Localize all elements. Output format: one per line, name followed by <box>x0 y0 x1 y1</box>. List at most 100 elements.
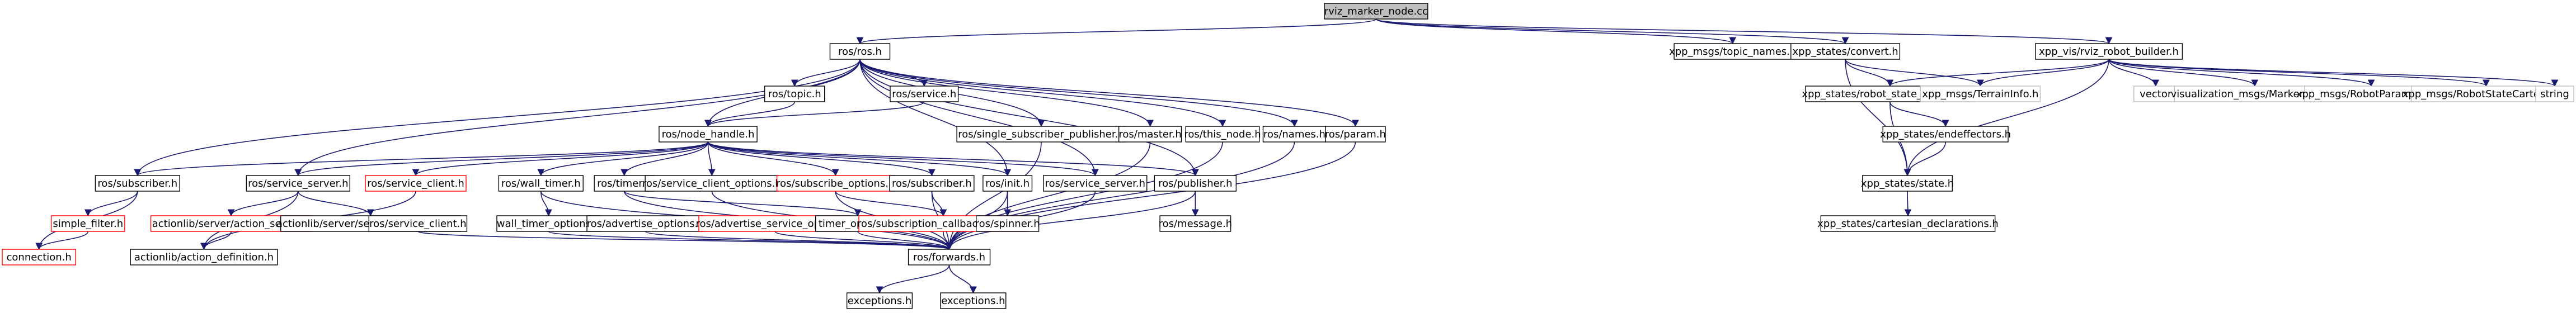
node-xpp-topic-names[interactable]: xpp_msgs/topic_names.h <box>1669 43 1796 60</box>
node-box <box>890 86 959 102</box>
node-ros-init[interactable]: ros/init.h <box>983 175 1033 192</box>
node-label: ros/ros.h <box>838 46 882 58</box>
node-label: string <box>2540 88 2569 100</box>
node-label: xpp_states/state.h <box>1861 178 1954 189</box>
node-box <box>2 249 77 265</box>
node-box <box>246 175 350 192</box>
node-label: ros/node_handle.h <box>662 129 755 140</box>
node-label: ros/subscriber.h <box>97 178 177 189</box>
node-label: ros/advertise_service_options.h <box>695 218 854 230</box>
node-xpp-convert[interactable]: xpp_states/convert.h <box>1790 43 1901 60</box>
node-label: xpp_msgs/RobotStateCartesian.h <box>2403 88 2570 100</box>
node-box <box>1862 175 1953 192</box>
node-ros-names[interactable]: ros/names.h <box>1262 126 1327 143</box>
edge-xpp-vis-builder-to-xpp-robot-state-cartesian-msg <box>2108 59 2490 87</box>
node-box <box>1262 126 1327 143</box>
edge-ros-param-to-ros-forwards <box>946 141 1356 250</box>
node-label: xpp_vis/rviz_robot_builder.h <box>2039 46 2179 58</box>
node-ros-ros[interactable]: ros/ros.h <box>829 43 891 60</box>
node-label: ros/service.h <box>892 88 956 100</box>
node-xpp-endeffectors[interactable]: xpp_states/endeffectors.h <box>1880 126 2011 143</box>
node-xpp-vis-builder[interactable]: xpp_vis/rviz_robot_builder.h <box>2034 43 2183 60</box>
edge-xpp-convert-to-xpp-terrain-info <box>1845 59 1984 87</box>
node-label: vector <box>2140 88 2172 100</box>
node-root[interactable]: rviz_marker_node.cc <box>1324 3 1428 20</box>
node-exceptions2[interactable]: exceptions.h <box>940 292 1007 309</box>
node-ros-subscriber[interactable]: ros/subscriber.h <box>95 175 180 192</box>
edge-ros-names-to-ros-forwards <box>946 141 1295 250</box>
node-box <box>1920 86 2041 102</box>
node-box <box>95 175 180 192</box>
edge-xpp-vis-builder-to-xpp-robot-parameters <box>2108 59 2375 87</box>
node-string[interactable]: string <box>2535 86 2574 102</box>
node-ros-topic[interactable]: ros/topic.h <box>764 86 825 102</box>
edge-ros-timer-to-ros-timer-options <box>623 191 862 217</box>
node-vector[interactable]: vector <box>2133 86 2178 102</box>
edge-ros-node-handle-to-ros-service-client <box>412 141 709 177</box>
node-label: ros/subscriber.h <box>892 178 972 189</box>
edge-ros-node-handle-to-ros-subscriber <box>134 141 709 177</box>
node-ros-service-server-top[interactable]: ros/service_server.h <box>246 175 350 192</box>
node-ros-publisher[interactable]: ros/publisher.h <box>1154 175 1237 192</box>
node-ros-service-client2[interactable]: ros/service_client.h <box>368 215 468 232</box>
node-box <box>496 215 601 232</box>
edge-ros-service-server-top-to-actionlib-service-server-imp <box>298 191 374 217</box>
node-label: ros/message.h <box>1159 218 1232 230</box>
node-box <box>1325 126 1386 143</box>
edge-ros-ros-to-ros-topic <box>791 59 861 87</box>
node-ros-subscribe-options[interactable]: ros/subscribe_options.h <box>776 175 895 192</box>
node-ros-wall-timer-options[interactable]: wall_timer_options.h <box>496 215 601 232</box>
node-ros-service-client-options[interactable]: ros/service_client_options.h <box>642 175 782 192</box>
node-connection[interactable]: connection.h <box>2 249 77 265</box>
node-xpp-state[interactable]: xpp_states/state.h <box>1861 175 1954 192</box>
edge-xpp-vis-builder-to-xpp-state <box>1903 59 2109 177</box>
node-ros-advertise-options[interactable]: ros/advertise_options.h <box>586 215 704 232</box>
node-label: ros/spinner.h <box>975 218 1040 230</box>
node-box <box>1882 126 2009 143</box>
node-simple-filter[interactable]: simple_filter.h <box>50 215 125 232</box>
edge-ros-ros-to-ros-this-node <box>859 59 1226 127</box>
node-exceptions1[interactable]: exceptions.h <box>846 292 913 309</box>
node-box <box>983 175 1033 192</box>
node-box <box>829 43 891 60</box>
node-box <box>594 175 655 192</box>
node-box <box>1790 43 1901 60</box>
node-actionlib-action-definition[interactable]: actionlib/action_definition.h <box>130 249 278 265</box>
node-label: wall_timer_options.h <box>497 218 600 230</box>
node-ros-timer[interactable]: ros/timer.h <box>594 175 655 192</box>
node-label: xpp_states/cartesian_declarations.h <box>1817 218 1999 230</box>
node-ros-param[interactable]: ros/param.h <box>1325 126 1386 143</box>
edge-ros-node-handle-to-ros-publisher <box>707 141 1199 177</box>
node-ros-master[interactable]: ros/master.h <box>1118 126 1182 143</box>
edge-ros-wall-timer-options-to-ros-forwards <box>548 231 953 250</box>
node-ros-single-subscriber-publisher[interactable]: ros/single_subscriber_publisher.h <box>956 126 1126 143</box>
node-ros-service-server-mid[interactable]: ros/service_server.h <box>1043 175 1148 192</box>
node-xpp-terrain-info[interactable]: xpp_msgs/TerrainInfo.h <box>1920 86 2041 102</box>
node-box <box>498 175 584 192</box>
edge-ros-subscribe-options-to-ros-subscription-callback-helper <box>835 191 947 217</box>
node-label: visualization_msgs/MarkerArray.h <box>2171 88 2339 100</box>
edge-ros-node-handle-to-ros-service-client-options <box>707 141 716 177</box>
edge-ros-ros-to-ros-service-server-mid <box>859 59 1099 177</box>
node-ros-service[interactable]: ros/service.h <box>890 86 959 102</box>
node-ros-node-handle[interactable]: ros/node_handle.h <box>659 126 758 143</box>
node-xpp-cartesian-declarations[interactable]: xpp_states/cartesian_declarations.h <box>1817 215 1999 232</box>
edge-ros-node-handle-to-ros-timer <box>621 141 709 177</box>
nodes: rviz_marker_node.cc ros/ros.h xpp_msgs/top… <box>2 3 2574 309</box>
node-label: ros/subscribe_options.h <box>776 178 895 189</box>
node-ros-wall-timer[interactable]: ros/wall_timer.h <box>498 175 584 192</box>
node-box <box>2034 43 2183 60</box>
node-ros-spinner[interactable]: ros/spinner.h <box>975 215 1040 232</box>
node-label: ros/service_client.h <box>367 178 464 189</box>
node-ros-service-client[interactable]: ros/service_client.h <box>365 175 467 192</box>
node-label: ros/publisher.h <box>1158 178 1232 189</box>
node-label: ros/timer.h <box>597 178 651 189</box>
node-ros-message[interactable]: ros/message.h <box>1159 215 1232 232</box>
node-ros-this-node[interactable]: ros/this_node.h <box>1184 126 1261 143</box>
node-label: ros/service_client_options.h <box>642 178 782 189</box>
node-box <box>659 126 758 143</box>
edge-ros-ros-to-ros-names <box>859 59 1298 127</box>
node-ros-forwards[interactable]: ros/forwards.h <box>908 249 991 265</box>
node-ros-subscriber2[interactable]: ros/subscriber.h <box>889 175 975 192</box>
